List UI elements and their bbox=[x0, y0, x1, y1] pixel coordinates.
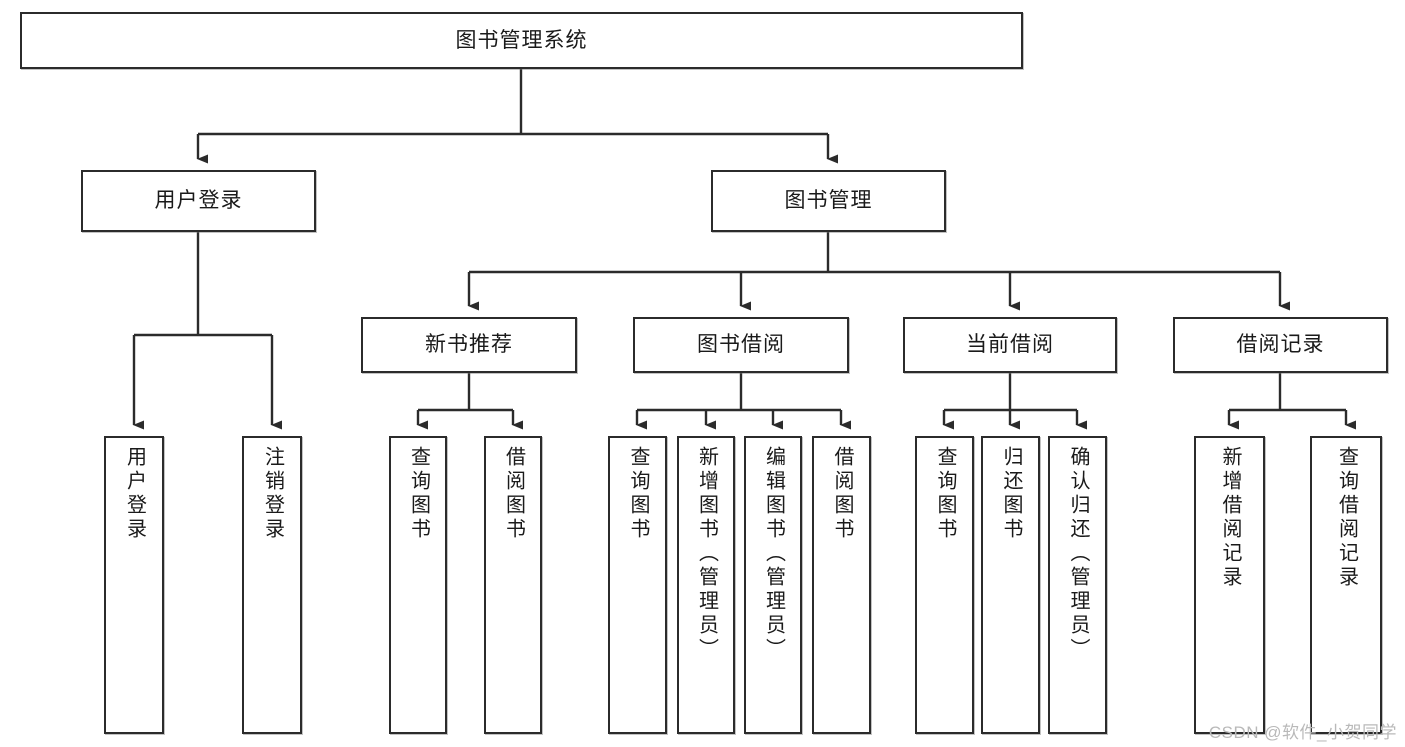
node-label: 确认归还（管理员） bbox=[1067, 446, 1089, 662]
node-current-borrow[interactable]: 当前借阅 bbox=[903, 317, 1117, 373]
node-leaf-borrow-book-1[interactable]: 借阅图书 bbox=[484, 436, 542, 734]
node-label: 图书借阅 bbox=[697, 333, 785, 357]
node-book-borrow[interactable]: 图书借阅 bbox=[633, 317, 849, 373]
node-leaf-add-book[interactable]: 新增图书（管理员） bbox=[677, 436, 735, 734]
node-label: 用户登录 bbox=[154, 189, 243, 213]
node-leaf-add-record[interactable]: 新增借阅记录 bbox=[1194, 436, 1265, 734]
node-borrow-record[interactable]: 借阅记录 bbox=[1173, 317, 1388, 373]
node-label: 注销登录 bbox=[261, 446, 284, 542]
node-label: 借阅记录 bbox=[1236, 333, 1325, 357]
node-leaf-user-login[interactable]: 用户登录 bbox=[104, 436, 164, 734]
node-leaf-confirm-return[interactable]: 确认归还（管理员） bbox=[1048, 436, 1107, 734]
node-label: 查询图书 bbox=[407, 446, 430, 542]
node-label: 查询图书 bbox=[934, 446, 956, 542]
node-leaf-edit-book[interactable]: 编辑图书（管理员） bbox=[744, 436, 802, 734]
node-label: 用户登录 bbox=[123, 446, 146, 542]
node-book-manage[interactable]: 图书管理 bbox=[711, 170, 946, 232]
node-label: 图书管理 bbox=[784, 189, 873, 213]
node-leaf-query-record[interactable]: 查询借阅记录 bbox=[1310, 436, 1382, 734]
node-label: 新增图书（管理员） bbox=[695, 446, 718, 662]
node-label: 编辑图书（管理员） bbox=[762, 446, 785, 662]
node-user-login[interactable]: 用户登录 bbox=[81, 170, 316, 232]
node-leaf-logout[interactable]: 注销登录 bbox=[242, 436, 302, 734]
node-leaf-borrow-book-2[interactable]: 借阅图书 bbox=[812, 436, 871, 734]
node-label: 当前借阅 bbox=[966, 333, 1054, 357]
node-leaf-return-book[interactable]: 归还图书 bbox=[981, 436, 1040, 734]
node-new-book-rec[interactable]: 新书推荐 bbox=[361, 317, 577, 373]
node-label: 图书管理系统 bbox=[455, 28, 588, 52]
node-label: 借阅图书 bbox=[502, 446, 525, 542]
node-leaf-query-book-1[interactable]: 查询图书 bbox=[389, 436, 447, 734]
node-label: 借阅图书 bbox=[831, 446, 853, 542]
node-label: 归还图书 bbox=[1000, 446, 1022, 542]
node-leaf-query-book-2[interactable]: 查询图书 bbox=[608, 436, 667, 734]
node-label: 查询图书 bbox=[627, 446, 649, 542]
node-label: 新书推荐 bbox=[425, 333, 513, 357]
watermark-text: CSDN @软件_小贺同学 bbox=[1208, 723, 1397, 742]
node-root-book-management-system[interactable]: 图书管理系统 bbox=[20, 12, 1023, 69]
node-leaf-query-book-3[interactable]: 查询图书 bbox=[915, 436, 974, 734]
node-label: 新增借阅记录 bbox=[1219, 446, 1241, 590]
node-label: 查询借阅记录 bbox=[1335, 446, 1358, 590]
